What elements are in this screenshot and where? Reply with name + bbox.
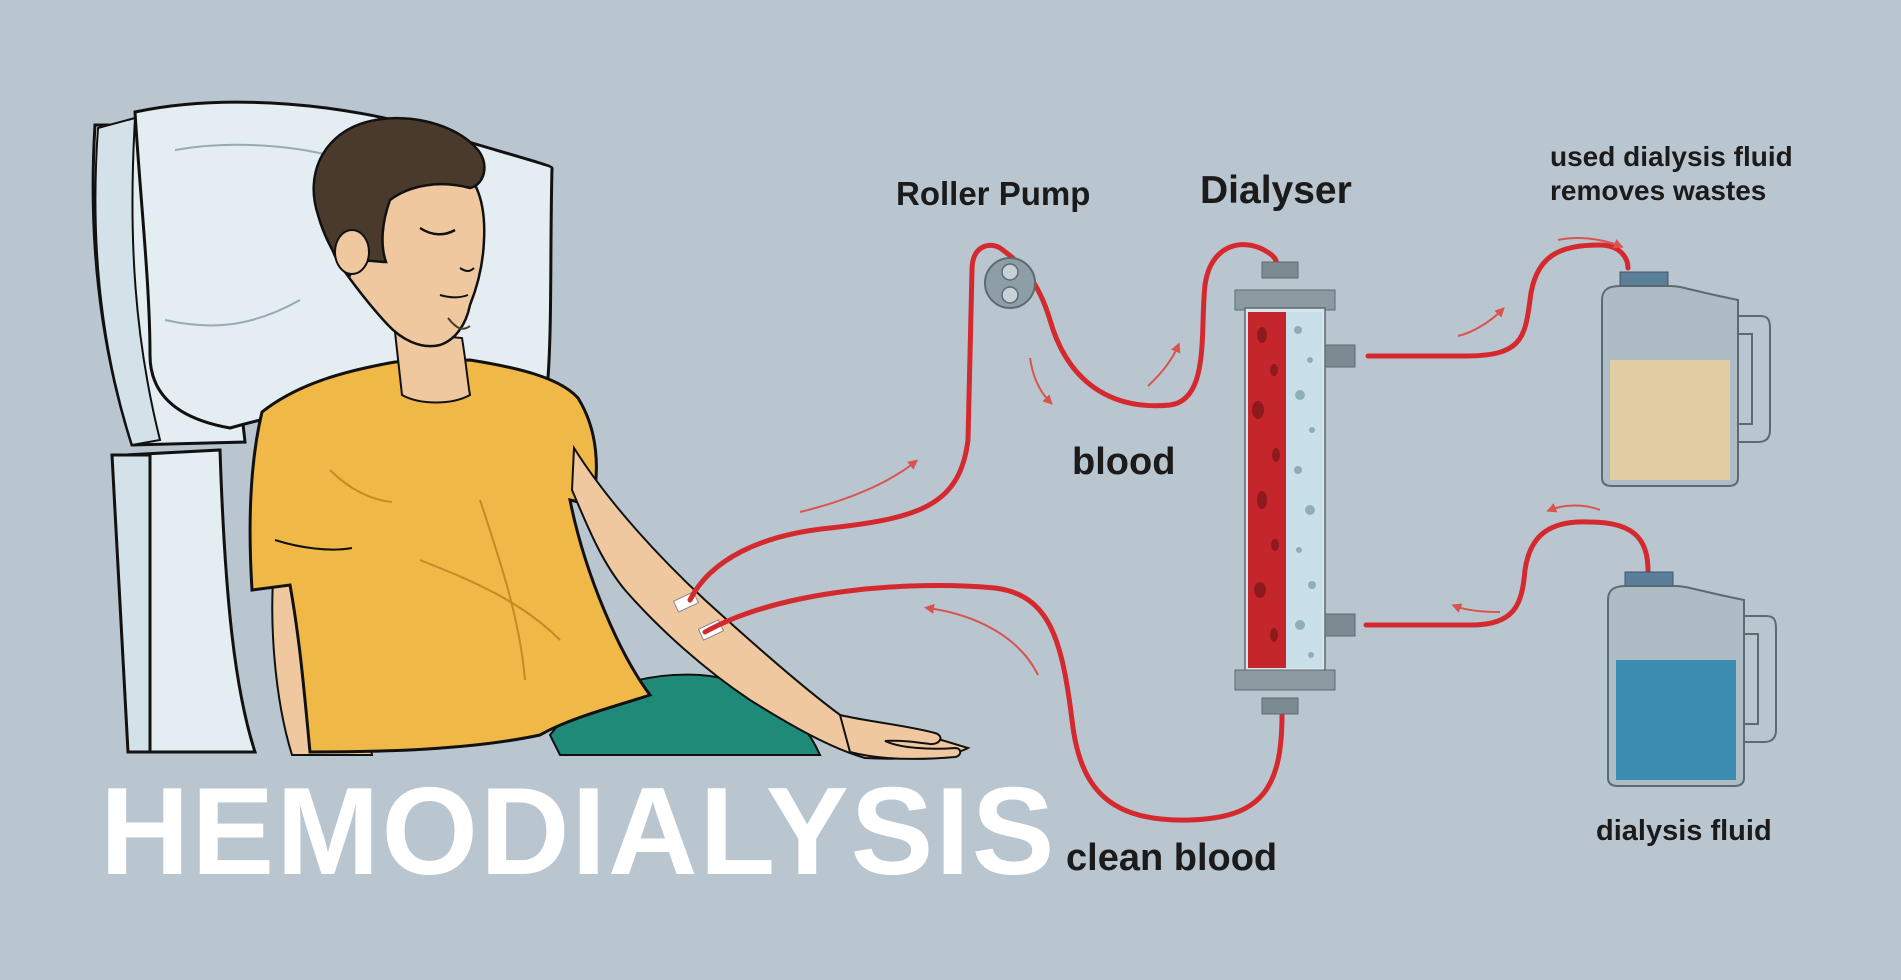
blood-chamber [1248, 312, 1286, 668]
fresh-fluid-tube [1363, 519, 1651, 628]
shirt [248, 358, 653, 754]
roller-pump-label: Roller Pump [896, 175, 1091, 212]
ear [334, 229, 370, 275]
used-fluid-label: used dialysis fluid removes wastes [1550, 141, 1793, 206]
diagram-title: HEMODIALYSIS [100, 763, 1057, 901]
used-fluid-tube [1365, 242, 1631, 359]
dialyser-icon [1234, 261, 1356, 715]
hand [838, 713, 962, 760]
dialyser-label: Dialyser [1200, 169, 1352, 212]
venous-tube [702, 582, 1285, 823]
patient-illustration [91, 100, 971, 760]
dialysis-fluid-label: dialysis fluid [1596, 815, 1772, 847]
flow-arrows [799, 237, 1624, 676]
roller-pump-icon [984, 257, 1036, 309]
fresh-fluid-jug-icon [1607, 571, 1777, 787]
dialysate-chamber [1286, 312, 1322, 668]
used-fluid-jug-icon [1601, 271, 1771, 487]
blood-label: blood [1072, 441, 1176, 483]
fresh-fluid-level [1616, 660, 1736, 780]
used-fluid-level [1610, 360, 1730, 480]
neck [393, 330, 472, 404]
clean-blood-label: clean blood [1066, 837, 1278, 879]
tubing [687, 242, 1651, 823]
arterial-tube [687, 242, 1281, 603]
